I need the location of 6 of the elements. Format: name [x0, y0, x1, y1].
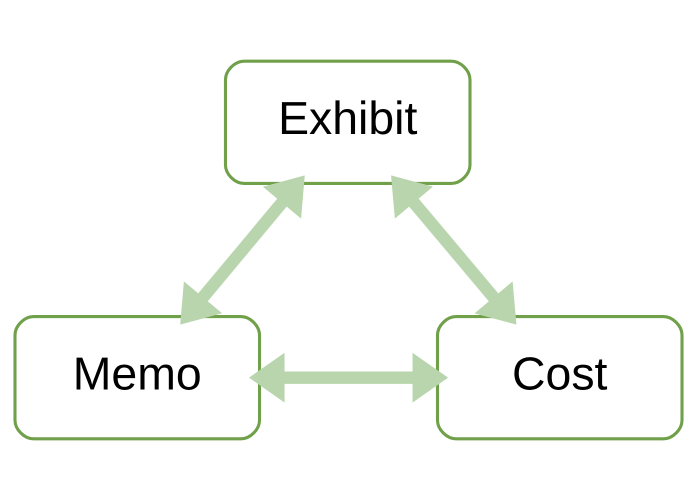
arrow	[249, 352, 448, 402]
node-box: Exhibit	[224, 59, 472, 184]
arrow	[391, 174, 516, 324]
node-box: Memo	[13, 314, 262, 440]
arrow	[180, 174, 305, 324]
node-box: Cost	[436, 314, 684, 440]
